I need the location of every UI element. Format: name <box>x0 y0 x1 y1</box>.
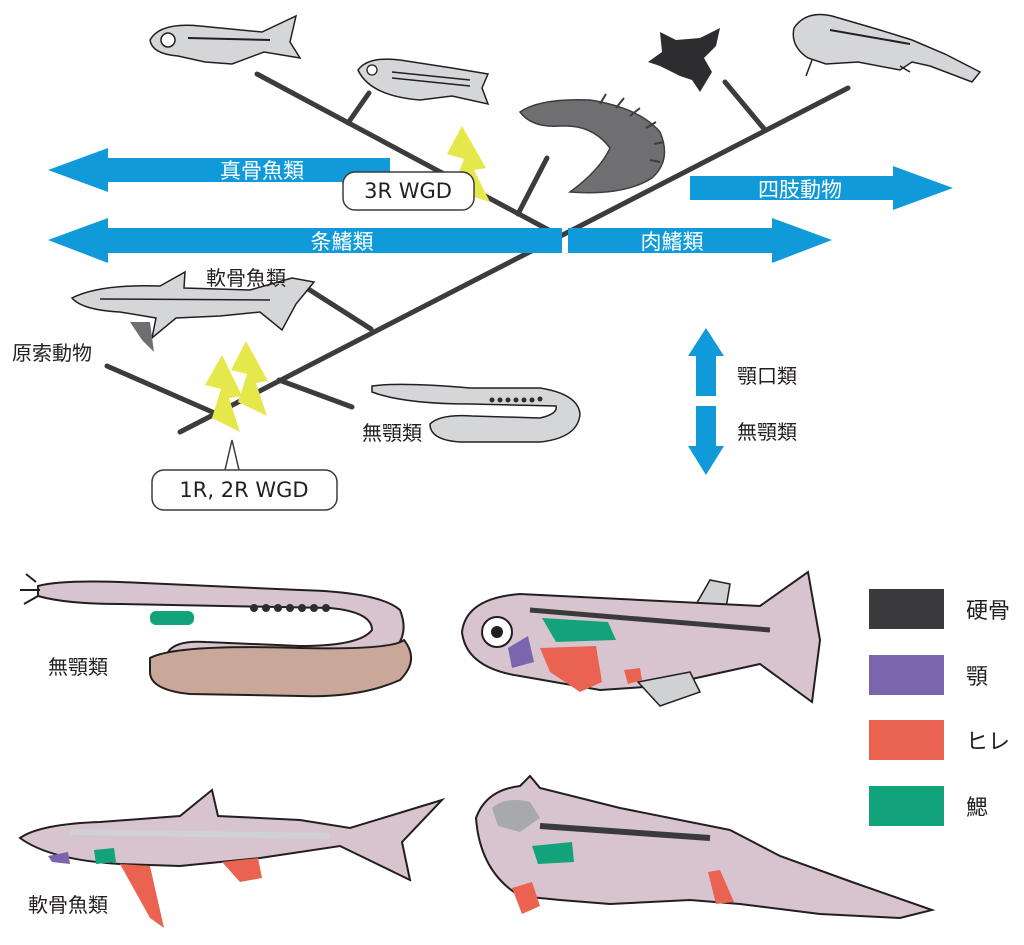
lightning-2r-icon <box>231 341 268 416</box>
icon-lamprey-tree <box>371 383 581 443</box>
branch-chordates <box>104 363 229 421</box>
label-jawed: 顎口類 <box>737 364 797 388</box>
wgd-1r-2r: 1R, 2R WGD <box>151 341 338 511</box>
legend-swatch-jaw <box>869 655 944 695</box>
lungfish-body <box>518 99 666 194</box>
label-chordates: 原索動物 <box>12 341 92 365</box>
medaka-body <box>149 14 302 65</box>
label-lamprey-bottom: 無顎類 <box>48 655 108 679</box>
arrow-teleosts <box>48 148 390 192</box>
icon-frog <box>648 28 720 92</box>
branch-frog <box>722 79 768 133</box>
legend-label-fin: ヒレ <box>966 730 1010 755</box>
callout-3r-box <box>342 171 475 211</box>
arrow-up-jawed <box>688 328 724 396</box>
label-ray-finned: 条鰭類 <box>311 230 374 254</box>
salamander-body <box>792 13 982 83</box>
lamprey-gill-pores <box>250 604 330 612</box>
callout-1r-2r-pointer <box>224 439 240 471</box>
icon-medaka <box>149 14 302 65</box>
lamprey-lower-loop <box>149 638 412 698</box>
branch-jawless <box>276 377 355 410</box>
medaka-spine <box>187 37 271 41</box>
tree-trunk <box>177 85 851 435</box>
label-jawless-tree: 無顎類 <box>362 421 422 445</box>
fish-jaw <box>508 636 534 668</box>
fish-gill <box>542 618 616 642</box>
label-shark-bottom: 軟骨魚類 <box>28 893 108 917</box>
shark-gill <box>94 848 116 864</box>
branch-zebrafish <box>345 90 372 126</box>
legend-label-jaw: 顎 <box>966 665 988 690</box>
anatomy-shark <box>18 788 446 928</box>
label-teleosts: 真骨魚類 <box>220 159 304 183</box>
legend-swatch-gill <box>869 786 944 826</box>
anatomy-salamander <box>474 774 936 920</box>
salamander-body <box>474 774 936 920</box>
wgd-3r: 3R WGD <box>342 126 490 211</box>
shark-pelvic-fin <box>222 858 262 882</box>
shark-spine <box>69 829 331 839</box>
arrow-down-jawless <box>688 406 724 475</box>
legend-swatch-bone <box>869 589 944 629</box>
lamprey-tree-body <box>371 383 581 443</box>
legend-swatch-fin <box>869 720 944 760</box>
jaw-axis: 顎口類 無顎類 <box>688 328 797 475</box>
fish-spine <box>529 607 771 633</box>
legend-label-gill: 鰓 <box>966 796 988 821</box>
icon-salamander <box>792 13 982 83</box>
callout-3r-label: 3R WGD <box>364 179 452 203</box>
arrow-tetrapods <box>690 166 953 210</box>
lamprey-gill <box>150 611 194 625</box>
callout-1r-2r-box <box>151 469 338 511</box>
salamander-spine <box>539 823 711 841</box>
arrow-ray-finned <box>48 218 562 263</box>
zebrafish-eye <box>366 64 378 76</box>
anatomy-lamprey <box>20 573 412 698</box>
tree <box>104 71 851 435</box>
label-lobe-finned: 肉鰭類 <box>641 230 704 254</box>
salamander-skull <box>492 800 540 832</box>
clade-arrows: 真骨魚類 条鰭類 肉鰭類 四肢動物 <box>48 148 953 263</box>
label-cartilaginous-fish: 軟骨魚類 <box>206 266 286 290</box>
branch-rayfinned-main <box>254 71 563 239</box>
medaka-eye <box>160 32 176 48</box>
fish-pelvic-fin <box>624 668 642 684</box>
branch-cartilaginous <box>299 282 374 332</box>
icon-shark-tree <box>70 270 316 352</box>
legend-label-bone: 硬骨 <box>966 599 1010 624</box>
shark-jaw <box>48 852 70 864</box>
salamander-gill <box>532 842 574 864</box>
salamander-front-leg <box>512 882 540 914</box>
label-jawless-axis: 無顎類 <box>737 420 797 444</box>
branch-lungfish <box>515 155 550 217</box>
frog-body <box>648 28 720 92</box>
anatomy-fish <box>460 570 822 707</box>
shark-pectoral-fin <box>120 864 164 928</box>
callout-1r-2r-label: 1R, 2R WGD <box>179 478 308 502</box>
label-tetrapods: 四肢動物 <box>758 178 842 202</box>
fish-anal-fin <box>636 671 702 707</box>
fish-pectoral-fin <box>540 646 602 692</box>
lightning-1r-icon <box>205 355 242 432</box>
arrow-lobe-finned <box>568 218 832 263</box>
icon-zebrafish <box>357 58 490 106</box>
salamander-hind-leg <box>708 870 734 904</box>
shark-tree-body <box>70 270 316 340</box>
icon-lungfish <box>518 93 666 194</box>
legend: 硬骨 顎 ヒレ 鰓 <box>869 589 1010 826</box>
